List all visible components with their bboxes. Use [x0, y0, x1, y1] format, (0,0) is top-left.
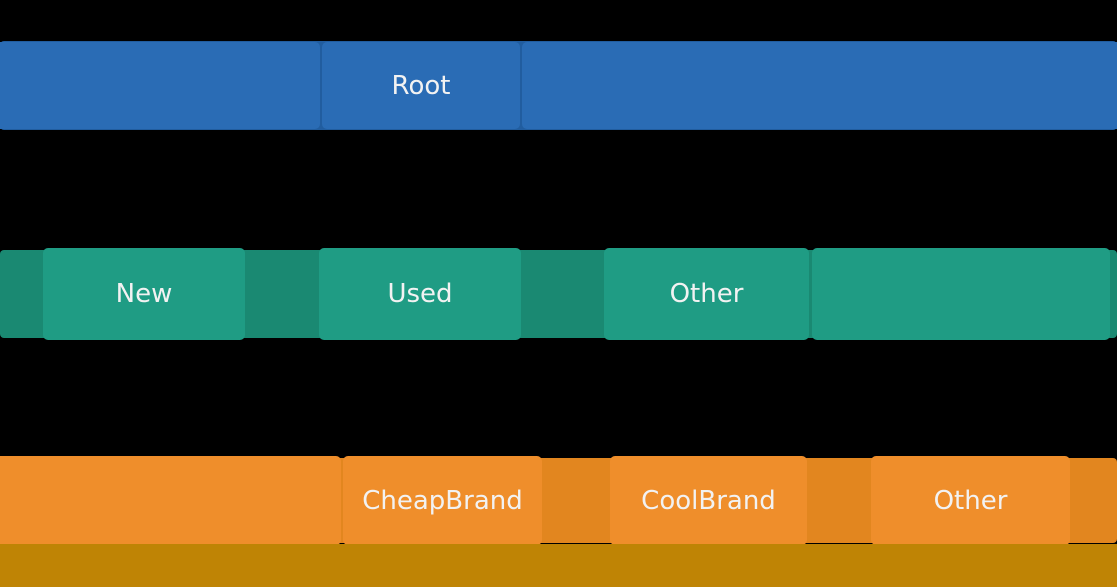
node-label: Other	[933, 485, 1008, 516]
node-root-level-1[interactable]: Root	[322, 42, 520, 129]
node-coolbrand-level-3[interactable]: CoolBrand	[610, 456, 807, 545]
node-new-level-2[interactable]: New	[43, 248, 245, 340]
node-label: Used	[387, 279, 453, 309]
node-label: New	[115, 279, 173, 309]
level-4-band-partial	[0, 544, 1117, 587]
node-unlabeled-level-1[interactable]	[522, 42, 1117, 129]
node-other-level-3[interactable]: Other	[871, 456, 1070, 545]
node-used-level-2[interactable]: Used	[319, 248, 521, 340]
node-label: CoolBrand	[641, 485, 776, 516]
node-cheapbrand-level-3[interactable]: CheapBrand	[343, 456, 542, 545]
node-label: Other	[669, 279, 744, 309]
node-other-level-2[interactable]: Other	[604, 248, 809, 340]
node-label: Root	[391, 70, 451, 101]
node-unlabeled-level-3[interactable]	[0, 456, 341, 545]
node-unlabeled-level-2[interactable]	[812, 248, 1110, 340]
node-unlabeled-level-1[interactable]	[0, 42, 320, 129]
node-label: CheapBrand	[362, 485, 523, 516]
